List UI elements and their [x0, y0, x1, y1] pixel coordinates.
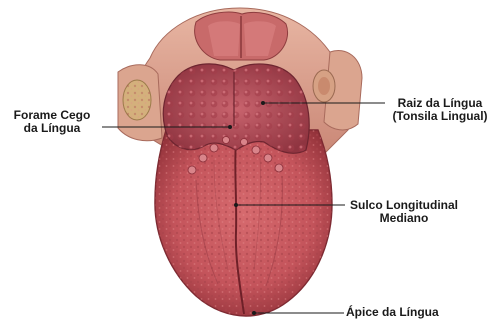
label-forame-line2: da Língua [4, 122, 100, 135]
tongue-root [163, 64, 309, 153]
label-apice-line1: Ápice da Língua [346, 306, 439, 319]
label-apice-lingua: Ápice da Língua [346, 306, 439, 319]
tongue-body [155, 130, 332, 316]
label-sulco-longitudinal: Sulco Longitudinal Mediano [346, 199, 462, 225]
label-raiz-line2: (Tonsila Lingual) [384, 110, 496, 123]
label-sulco-line2: Mediano [346, 212, 462, 225]
label-raiz-lingua: Raiz da Língua (Tonsila Lingual) [384, 97, 496, 123]
label-forame-cego: Forame Cego da Língua [4, 109, 100, 135]
